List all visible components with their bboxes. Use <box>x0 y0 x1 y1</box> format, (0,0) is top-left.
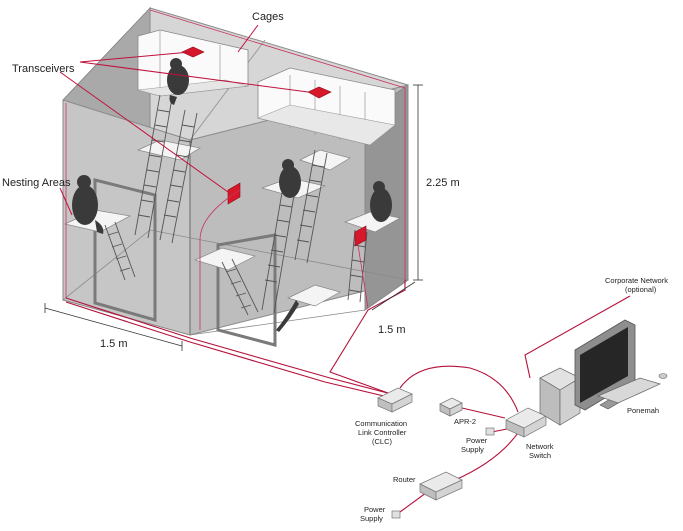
label-network-switch-line2: Switch <box>529 451 551 460</box>
label-width-front: 1.5 m <box>100 338 128 350</box>
transceiver-cage-right <box>307 86 332 99</box>
animals <box>72 58 392 332</box>
label-cages: Cages <box>252 11 284 23</box>
apr2-device <box>439 397 463 417</box>
label-power-supply-2-line2: Supply <box>360 514 383 523</box>
label-clc-line1: Communication <box>355 419 407 428</box>
label-clc-line3: (CLC) <box>372 437 393 446</box>
label-height: 2.25 m <box>426 177 460 189</box>
labels: Cages Transceivers Nesting Areas 2.25 m … <box>2 11 668 523</box>
animal-right <box>370 181 392 222</box>
label-ponemah: Ponemah <box>627 406 659 415</box>
transceiver-cage-left <box>181 46 205 58</box>
door-frame-right <box>216 233 277 347</box>
label-router: Router <box>393 475 416 484</box>
pc-keyboard <box>597 377 661 404</box>
label-clc-line2: Link Controller <box>358 428 407 437</box>
label-power-supply-2-line1: Power <box>364 505 386 514</box>
animal-tail <box>276 300 299 332</box>
router-device <box>419 471 463 501</box>
label-power-supply-1-line1: Power <box>466 436 488 445</box>
transceivers <box>181 46 367 247</box>
enclosure-floor <box>62 229 410 336</box>
leader-lines <box>59 24 309 216</box>
label-power-supply-1-line2: Supply <box>461 445 484 454</box>
animal-middle <box>279 159 301 198</box>
ladders <box>104 94 368 316</box>
label-corporate-network-optional: (optional) <box>625 285 657 294</box>
label-nesting-areas: Nesting Areas <box>2 177 71 189</box>
dimensions <box>44 84 423 351</box>
clc-device <box>377 387 413 413</box>
power-supply-1-device <box>485 427 495 436</box>
label-width-side: 1.5 m <box>378 324 406 336</box>
power-supply-2-device <box>391 510 401 519</box>
door-frame-left <box>93 178 157 322</box>
animal-top-cage <box>167 58 189 105</box>
label-transceivers: Transceivers <box>12 63 75 75</box>
label-network-switch-line1: Network <box>526 442 554 451</box>
pc-monitor-screen <box>580 327 628 403</box>
label-corporate-network: Corporate Network <box>605 276 668 285</box>
animal-nesting-left <box>72 175 104 234</box>
ponemah-computer <box>539 319 668 426</box>
label-apr2: APR-2 <box>454 417 476 426</box>
pc-mouse <box>658 373 668 379</box>
transceiver-wall-right <box>354 225 367 247</box>
